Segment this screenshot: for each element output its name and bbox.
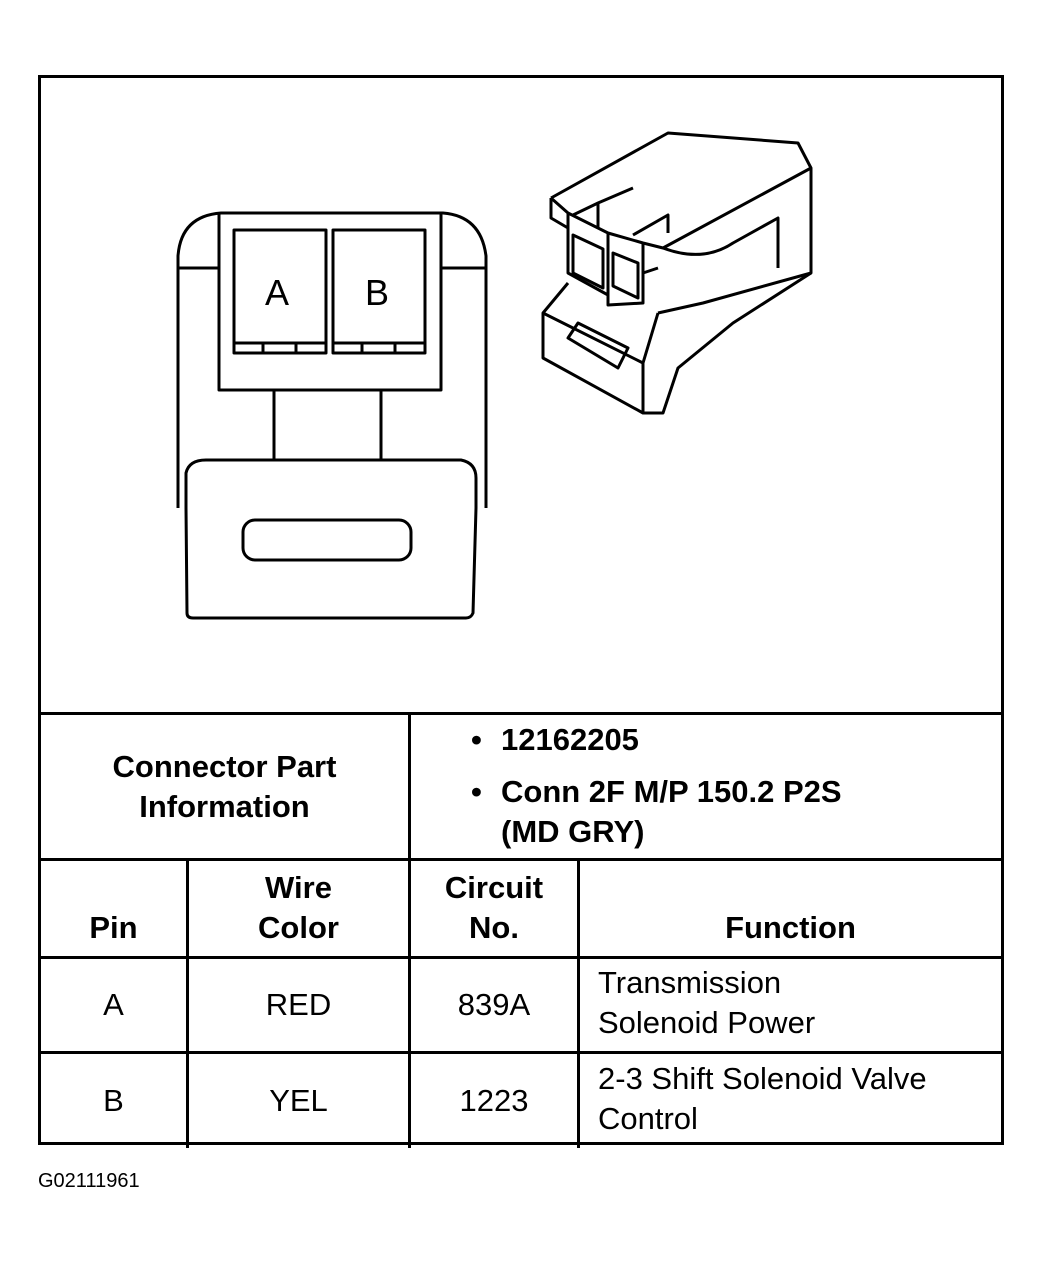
bullet-icon: • — [471, 774, 482, 809]
connector-latch — [184, 458, 478, 620]
row-a-pin: A — [103, 987, 124, 1022]
label-line: Information — [139, 788, 310, 824]
part-number-item: • 12162205 — [471, 720, 842, 760]
connector-description: Conn 2F M/P 150.2 P2S — [501, 774, 842, 809]
connector-front-body — [176, 211, 488, 310]
connector-part-info-label: Connector Part Information — [41, 715, 408, 858]
table-divider — [408, 712, 411, 1148]
figure-id: G02111961 — [38, 1170, 140, 1192]
connector-color: (MD GRY) — [501, 814, 645, 849]
connector-part-info-list: • 12162205 • Conn 2F M/P 150.2 P2S (MD G… — [471, 720, 842, 864]
table-divider — [186, 858, 189, 1148]
connector-iso-view — [541, 131, 813, 415]
table-divider — [41, 712, 1001, 715]
header-function: Function — [725, 910, 856, 945]
table-divider — [41, 858, 1001, 861]
row-b-pin: B — [103, 1083, 124, 1118]
table-divider — [41, 956, 1001, 959]
row-a-function: Transmission Solenoid Power — [598, 965, 816, 1040]
row-b-circuit-no: 1223 — [459, 1083, 529, 1118]
table-divider — [577, 858, 580, 1148]
connector-description-item: • Conn 2F M/P 150.2 P2S (MD GRY) — [471, 772, 842, 852]
header-wire-color: Wire Color — [258, 870, 339, 945]
row-b-wire-color: YEL — [269, 1083, 328, 1118]
label-line: Connector Part — [112, 748, 337, 784]
header-pin: Pin — [89, 910, 138, 945]
bullet-icon: • — [471, 722, 482, 757]
pin-label-b: B — [365, 272, 389, 313]
row-a-circuit-no: 839A — [457, 987, 531, 1022]
row-a-wire-color: RED — [265, 987, 332, 1022]
connector-figure-frame: A B Connector Part Information • 1216220… — [38, 75, 1004, 1148]
connector-drawing: A B — [176, 131, 813, 620]
row-b-function: 2-3 Shift Solenoid Valve Control — [598, 1061, 927, 1136]
header-circuit-no: Circuit No. — [444, 870, 544, 945]
pin-cavity-b — [331, 228, 427, 355]
pin-label-a: A — [265, 272, 289, 313]
part-number: 12162205 — [501, 722, 639, 757]
table-divider — [41, 1051, 1001, 1054]
pin-cavity-a — [232, 228, 328, 355]
